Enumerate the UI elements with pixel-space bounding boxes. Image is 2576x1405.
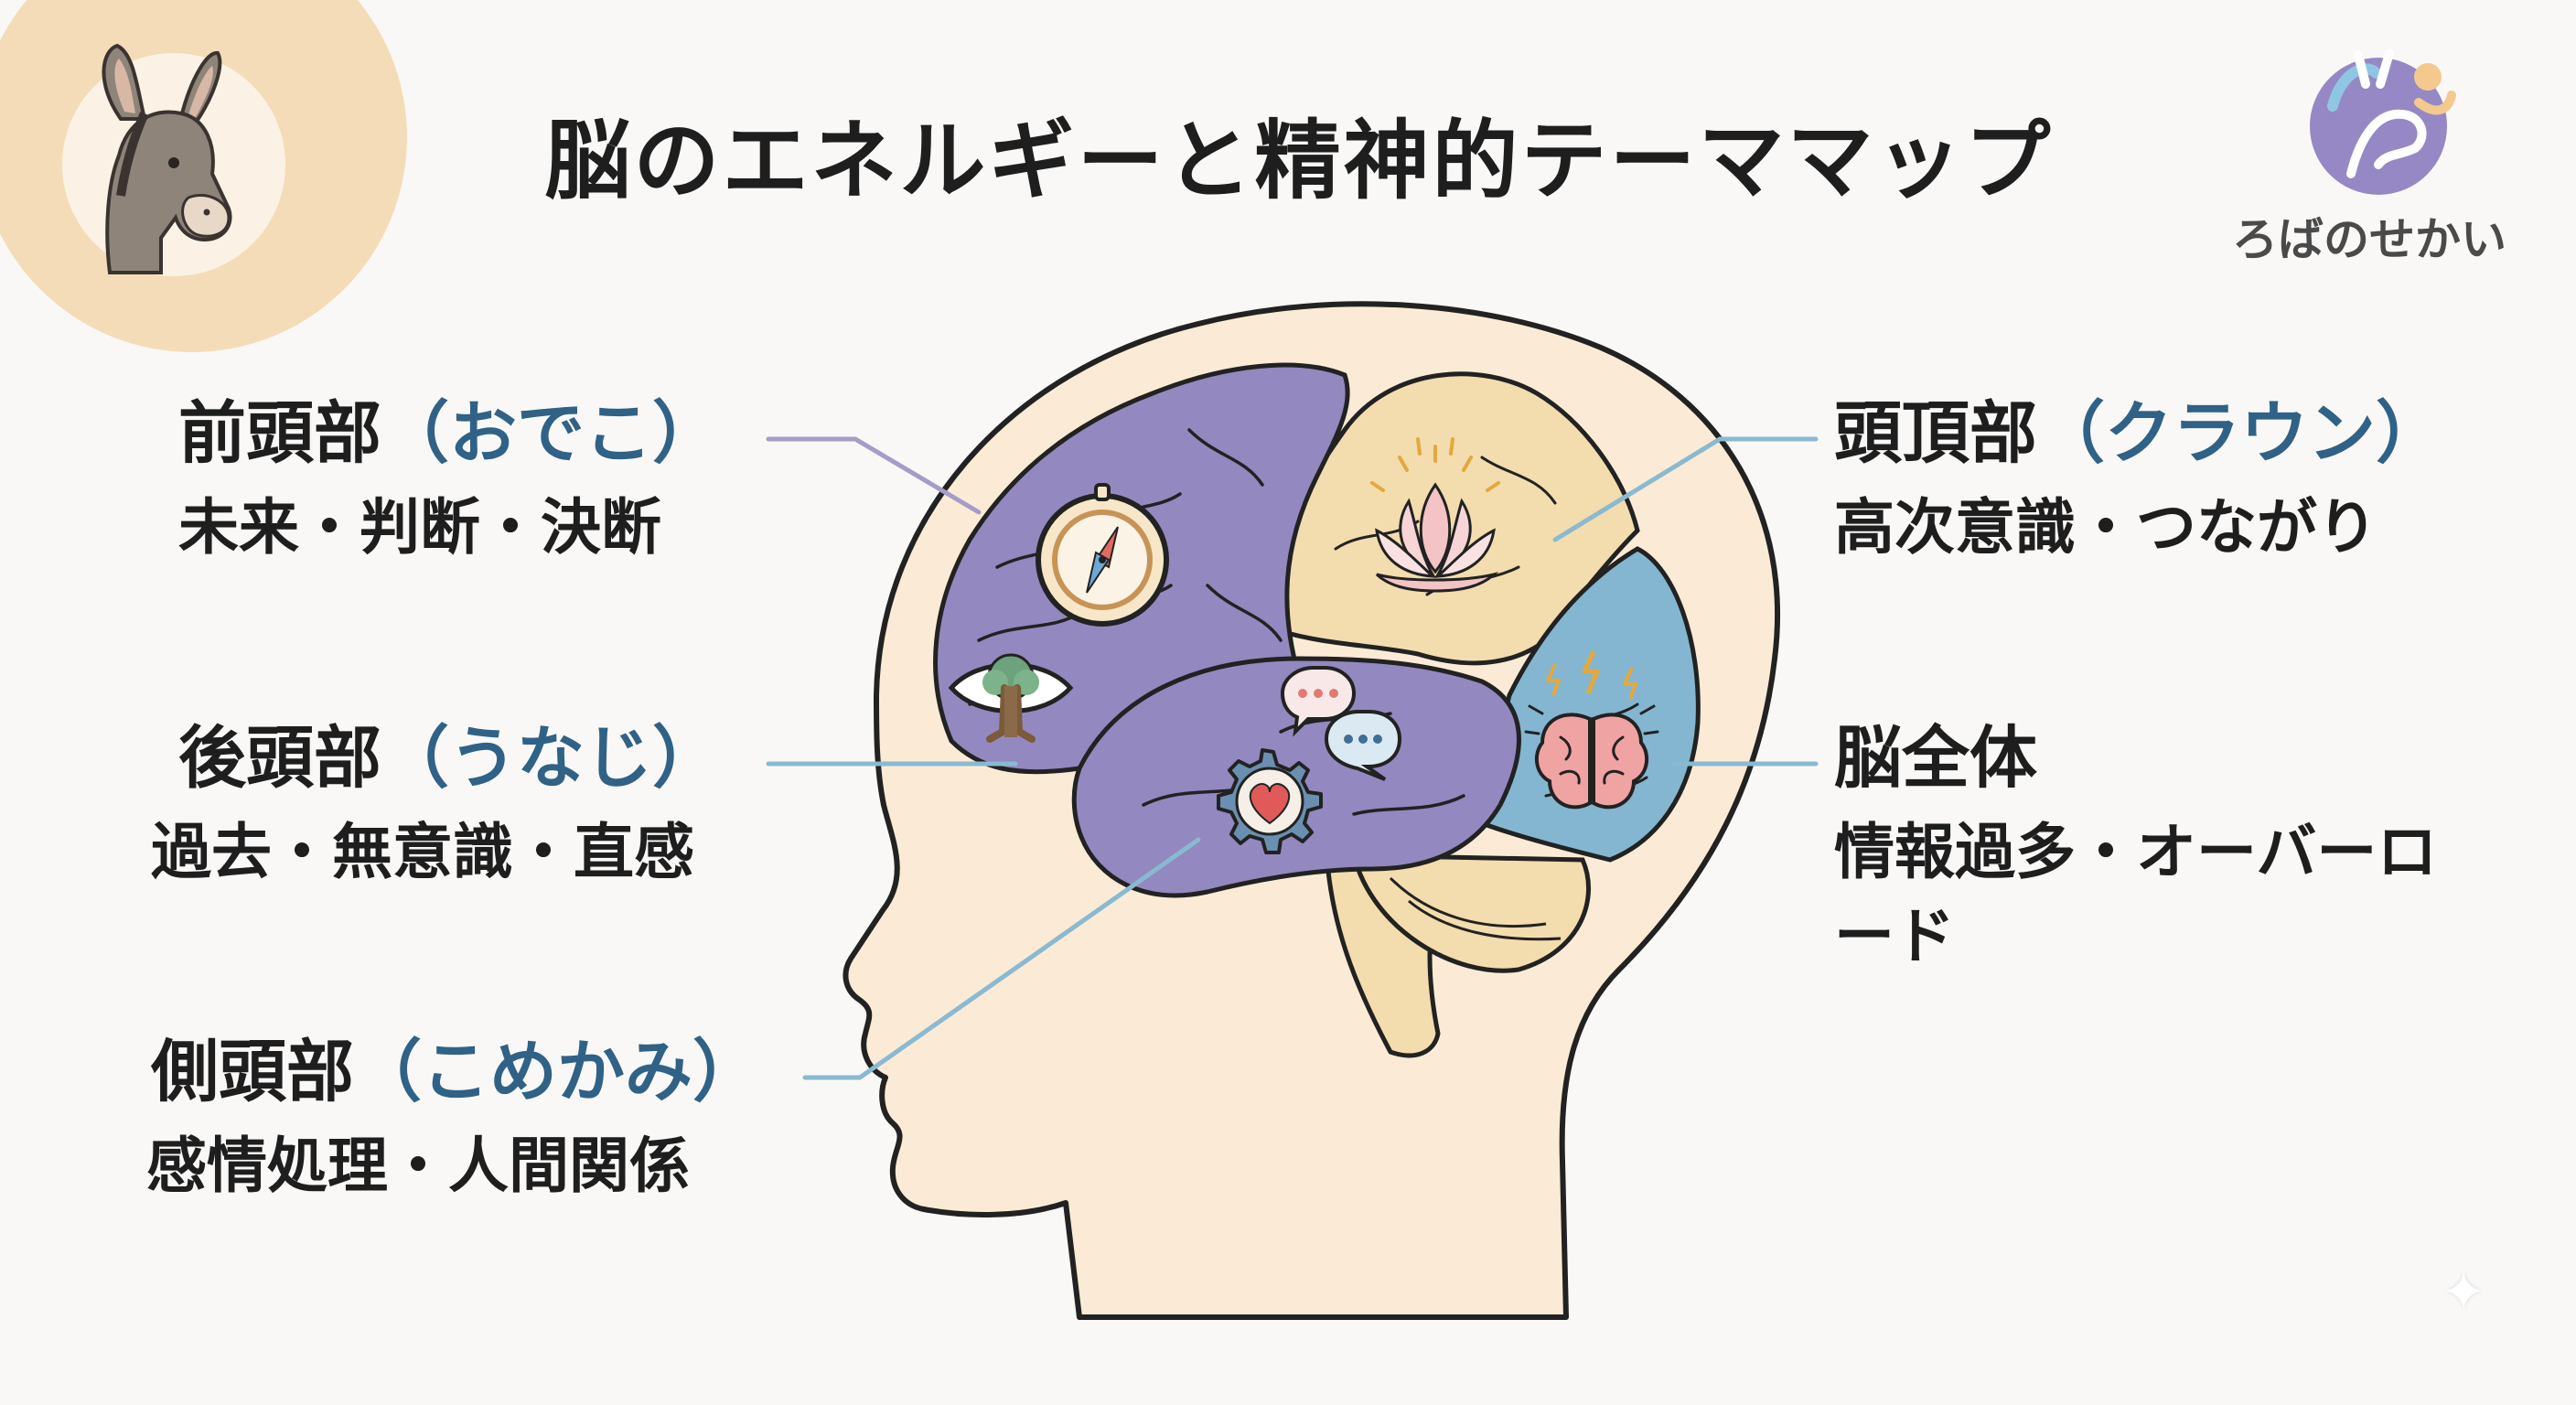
- label-crown-heading: 頭頂部（クラウン）: [1834, 393, 2443, 475]
- label-whole: 脳全体 情報過多・オーバーロード: [1834, 718, 2474, 980]
- compass-icon: [1036, 483, 1169, 627]
- label-temporal-themes: 感情処理・人間関係: [146, 1130, 690, 1201]
- label-frontal-heading: 前頭部（おでこ）: [178, 393, 720, 475]
- connector-frontal: [766, 436, 982, 515]
- page-title: 脳のエネルギーと精神的テーママップ: [544, 112, 2054, 211]
- label-crown-themes: 高次意識・つながり: [1834, 491, 2377, 563]
- label-occipital-themes: 過去・無意識・直感: [151, 816, 694, 887]
- label-whole-heading: 脳全体: [1834, 718, 2474, 799]
- lotus-icon: [1370, 437, 1500, 593]
- label-frontal-reading: （おでこ）: [381, 394, 720, 473]
- label-crown-reading: （クラウン）: [2037, 394, 2443, 473]
- label-crown: 頭頂部（クラウン） 高次意識・つながり: [1834, 393, 2443, 570]
- brand-name: ろばのせかい: [2232, 213, 2506, 266]
- label-temporal-reading: （こめかみ）: [354, 1033, 760, 1111]
- label-whole-part: 脳全体: [1834, 719, 2037, 798]
- heart-gear-icon: [1217, 748, 1323, 854]
- label-temporal-heading: 側頭部（こめかみ）: [146, 1032, 760, 1113]
- label-temporal: 側頭部（こめかみ） 感情処理・人間関係: [146, 1032, 760, 1208]
- chat-bubbles-icon: [1280, 666, 1402, 781]
- brain-lightning-icon: [1524, 649, 1659, 810]
- tree-eye-icon: [948, 653, 1074, 743]
- label-frontal: 前頭部（おでこ） 未来・判断・決断: [178, 393, 720, 570]
- label-occipital-part: 後頭部: [178, 719, 381, 798]
- label-whole-themes: 情報過多・オーバーロード: [1834, 816, 2438, 972]
- connector-lines: [766, 436, 1819, 1080]
- connector-crown: [1552, 436, 1819, 542]
- label-crown-part: 頭頂部: [1834, 394, 2037, 473]
- label-occipital-heading: 後頭部（うなじ）: [151, 718, 720, 799]
- sparkle-icon: ✦: [2441, 1260, 2487, 1325]
- label-occipital: 後頭部（うなじ） 過去・無意識・直感: [151, 718, 720, 895]
- label-temporal-part: 側頭部: [151, 1033, 354, 1111]
- connector-temporal: [802, 837, 1201, 1080]
- donkey-logo-icon: [2310, 48, 2456, 195]
- label-frontal-themes: 未来・判断・決断: [178, 491, 661, 563]
- label-frontal-part: 前頭部: [178, 394, 381, 473]
- donkey-mascot-icon: [62, 43, 285, 276]
- label-occipital-reading: （うなじ）: [381, 719, 720, 798]
